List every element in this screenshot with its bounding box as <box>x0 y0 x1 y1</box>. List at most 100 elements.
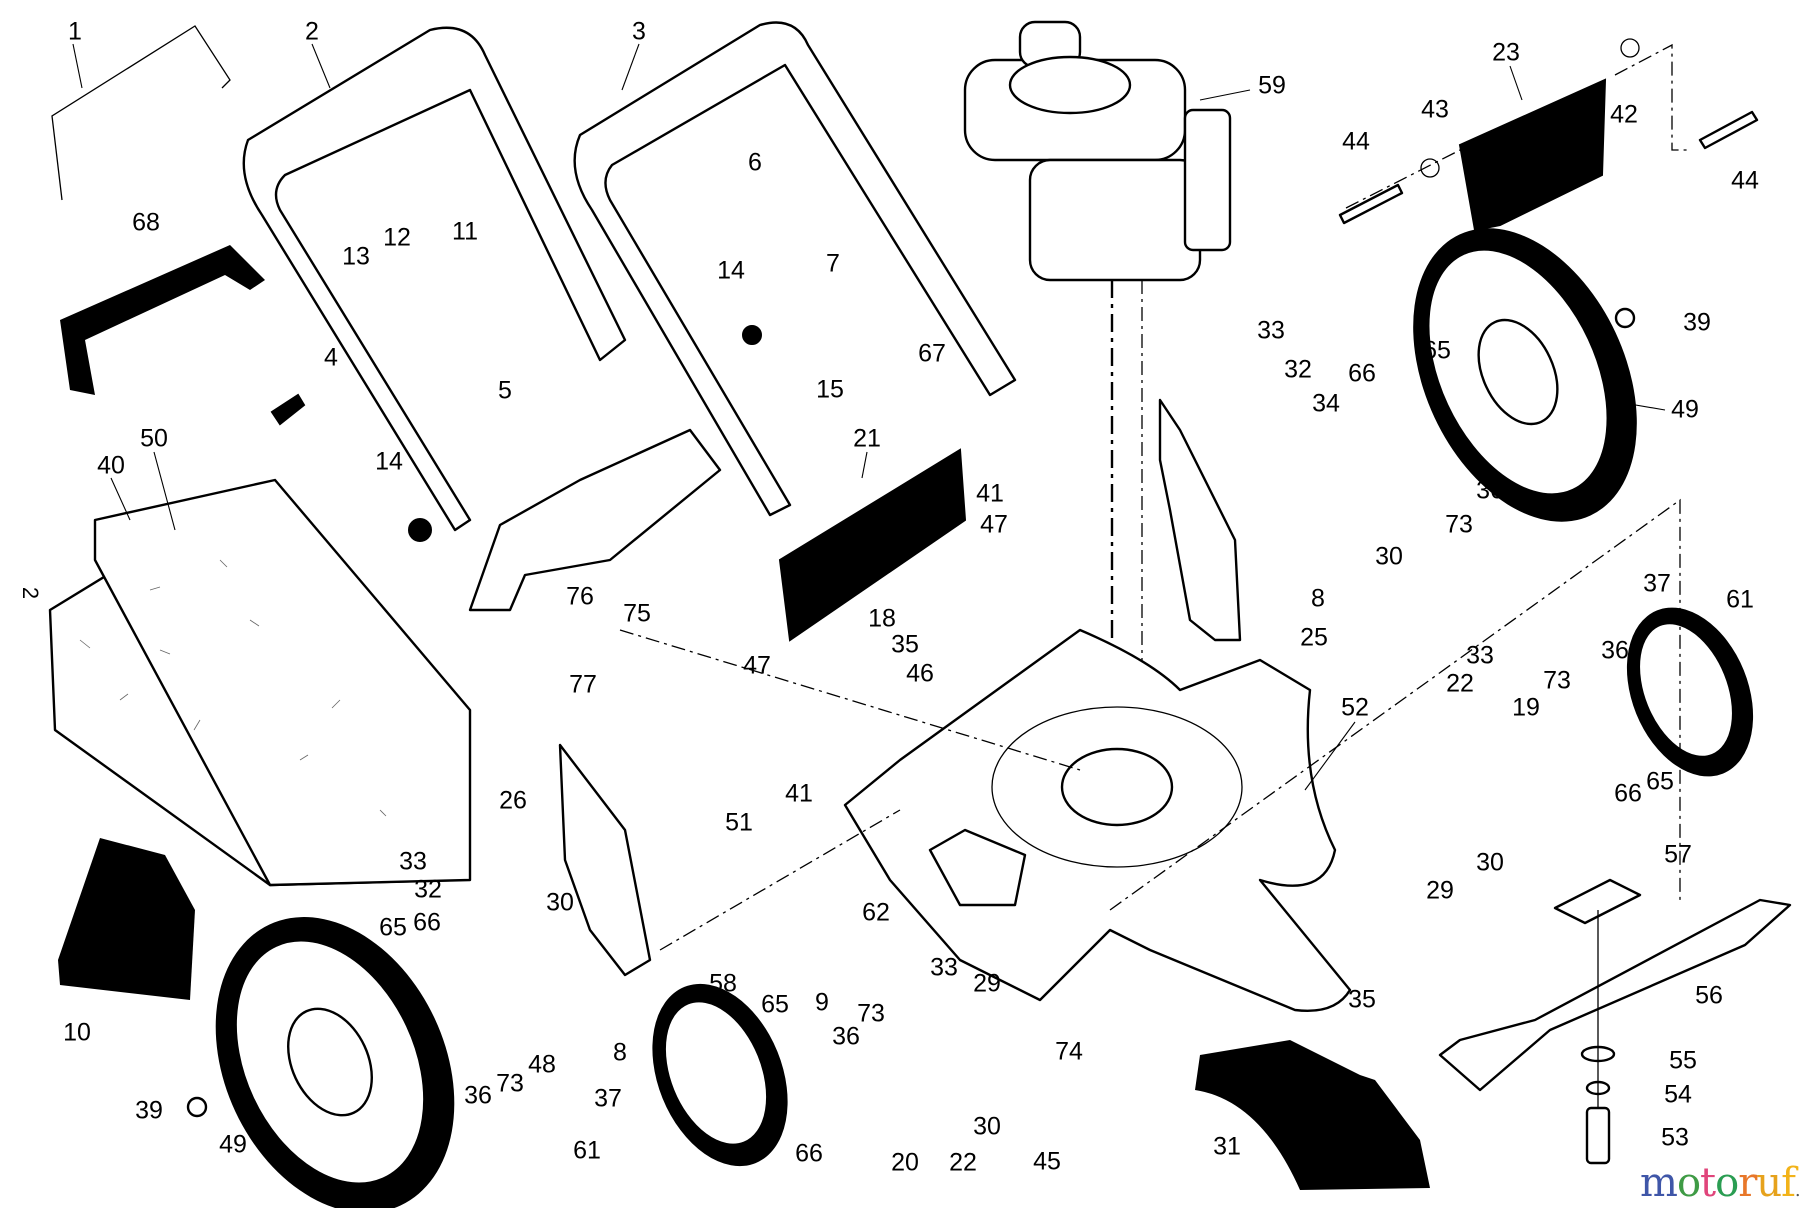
callout-66: 66 <box>795 1139 823 1168</box>
callout-46: 46 <box>906 659 934 688</box>
callout-22: 22 <box>949 1148 977 1177</box>
callout-66: 66 <box>1348 359 1376 388</box>
part-knob-4 <box>270 393 306 426</box>
callout-30: 30 <box>973 1112 1001 1141</box>
part-nut-39 <box>1614 307 1636 329</box>
callout-32: 32 <box>414 875 442 904</box>
callout-44: 44 <box>1342 127 1370 156</box>
callout-36: 36 <box>1601 636 1629 665</box>
callout-66: 66 <box>413 908 441 937</box>
callout-75: 75 <box>623 599 651 628</box>
part-chute-door <box>778 448 967 642</box>
part-lower-handle <box>573 21 1017 517</box>
watermark-letter: t <box>1700 1160 1716 1206</box>
callout-76: 76 <box>566 582 594 611</box>
callout-13: 13 <box>342 242 370 271</box>
callout-42: 42 <box>1610 100 1638 129</box>
callout-58: 58 <box>709 969 737 998</box>
callout-48: 48 <box>528 1050 556 1079</box>
callout-37: 37 <box>594 1084 622 1113</box>
page-marker: 2 <box>18 586 44 600</box>
callout-41: 41 <box>785 779 813 808</box>
part-rear-flap <box>1458 65 1607 232</box>
part-star-knob-14b <box>742 325 762 345</box>
callout-44: 44 <box>1731 166 1759 195</box>
callout-57: 57 <box>1664 840 1692 869</box>
callout-25: 25 <box>1300 623 1328 652</box>
part-grass-catcher <box>48 451 472 887</box>
callout-10: 10 <box>63 1018 91 1047</box>
callout-5: 5 <box>498 376 512 405</box>
callout-23: 23 <box>1492 38 1520 67</box>
callout-54: 54 <box>1664 1080 1692 1109</box>
watermark-logo: motoruf.de <box>1640 1160 1800 1206</box>
part-engine <box>963 20 1251 282</box>
callout-21: 21 <box>853 424 881 453</box>
part-front-wheel-left <box>652 983 788 1167</box>
callout-9: 9 <box>815 988 829 1017</box>
callout-53: 53 <box>1661 1123 1689 1152</box>
callout-11: 11 <box>452 217 478 246</box>
callout-77: 77 <box>569 670 597 699</box>
callout-40: 40 <box>97 451 125 480</box>
part-discharge-deflector <box>468 428 722 612</box>
part-spring-42 <box>1620 38 1640 58</box>
part-star-knob-14a <box>408 518 432 542</box>
part-mower-deck <box>843 628 1356 1012</box>
callout-8: 8 <box>1311 584 1325 613</box>
callout-49: 49 <box>1671 395 1699 424</box>
part-front-wheel-right <box>1626 607 1754 777</box>
callout-39: 39 <box>1683 308 1711 337</box>
callout-61: 61 <box>1726 585 1754 614</box>
callout-12: 12 <box>383 223 411 252</box>
callout-19: 19 <box>1512 693 1540 722</box>
callout-32: 32 <box>1284 355 1312 384</box>
callout-36: 36 <box>464 1081 492 1110</box>
callout-30: 30 <box>546 888 574 917</box>
part-blade-adapter <box>1553 878 1642 925</box>
callout-7: 7 <box>826 249 840 278</box>
callout-49: 49 <box>219 1130 247 1159</box>
part-blade-bolt-53 <box>1585 1106 1611 1165</box>
watermark-letter: o <box>1715 1160 1739 1206</box>
callout-4: 4 <box>324 343 338 372</box>
watermark-letter: r <box>1738 1160 1757 1206</box>
callout-73: 73 <box>1543 666 1571 695</box>
watermark-letter: m <box>1640 1160 1678 1206</box>
part-handle-grip <box>60 245 265 395</box>
callout-56: 56 <box>1695 981 1723 1010</box>
callout-22: 22 <box>1446 669 1474 698</box>
callout-33: 33 <box>1466 641 1494 670</box>
part-upper-handle <box>242 26 627 532</box>
callout-50: 50 <box>140 424 168 453</box>
watermark-letter: u <box>1756 1160 1782 1206</box>
part-rear-wheel-right <box>1413 228 1666 522</box>
callout-43: 43 <box>1421 95 1449 124</box>
callout-37: 37 <box>1643 569 1671 598</box>
callout-65: 65 <box>1423 336 1451 365</box>
callout-73: 73 <box>496 1069 524 1098</box>
callout-73: 73 <box>1445 510 1473 539</box>
callout-33: 33 <box>1257 316 1285 345</box>
part-height-adjuster-26 <box>558 743 652 977</box>
part-rear-door <box>58 838 195 1000</box>
callout-8: 8 <box>613 1038 627 1067</box>
callout-67: 67 <box>918 339 946 368</box>
part-control-bail <box>51 25 231 201</box>
part-rear-wheel-left <box>215 917 455 1208</box>
callout-55: 55 <box>1669 1046 1697 1075</box>
callout-45: 45 <box>1033 1147 1061 1176</box>
callout-52: 52 <box>1341 693 1369 722</box>
part-height-adjuster-25 <box>1158 398 1242 642</box>
callout-29: 29 <box>1426 876 1454 905</box>
callout-30: 30 <box>1375 542 1403 571</box>
callout-36: 36 <box>1476 476 1504 505</box>
part-nut-39b <box>186 1096 208 1118</box>
part-blade <box>1438 898 1792 1092</box>
callout-30: 30 <box>1476 848 1504 877</box>
callout-68: 68 <box>132 208 160 237</box>
callout-47: 47 <box>743 651 771 680</box>
callout-73: 73 <box>857 999 885 1028</box>
callout-51: 51 <box>725 808 753 837</box>
part-bolt-44-right <box>1698 110 1759 150</box>
